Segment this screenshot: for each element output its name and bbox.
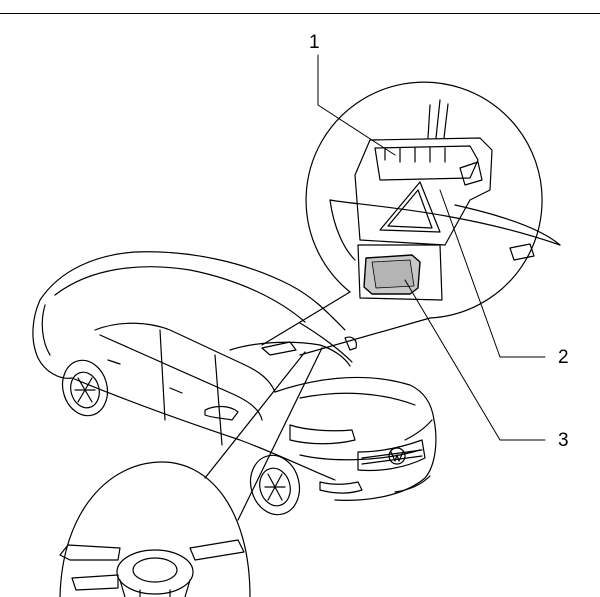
callout-2: 2 [558, 347, 569, 368]
leader-line-3 [404, 279, 546, 441]
header-rule [0, 13, 600, 14]
callout-1: 1 [309, 32, 320, 53]
leader-line-2 [439, 189, 546, 358]
leader-lines [317, 54, 546, 441]
leader-line-1 [317, 54, 396, 156]
callout-3: 3 [558, 430, 569, 451]
detail-view-steering-column [59, 347, 323, 597]
detail-view-sensor-housing [261, 81, 561, 356]
front-wheel [249, 454, 301, 516]
car-body-outline [32, 251, 437, 501]
rear-wheel [61, 359, 109, 417]
